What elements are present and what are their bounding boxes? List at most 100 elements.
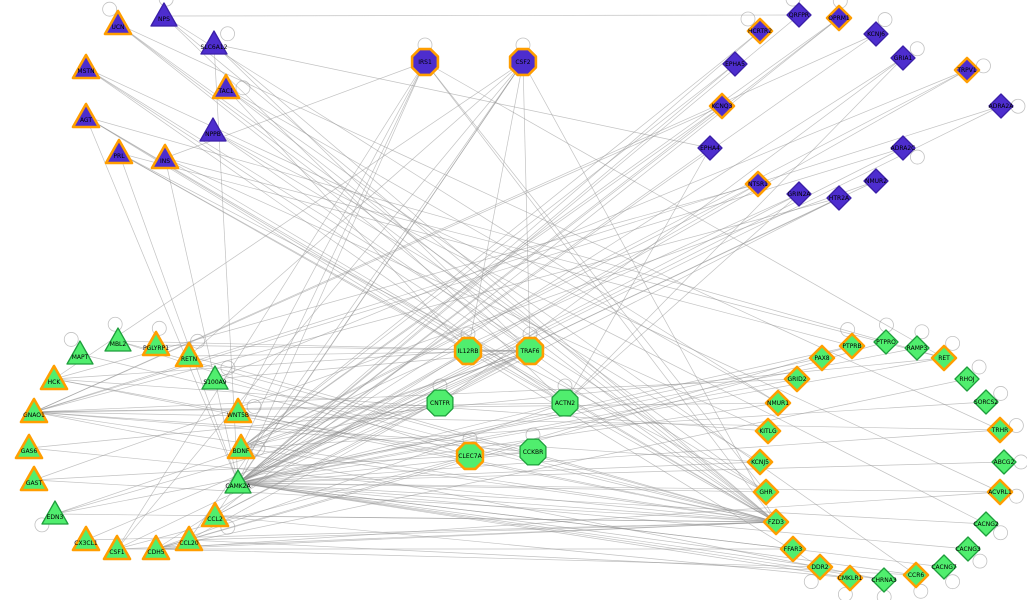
node-ACTN2[interactable]: ACTN2	[551, 389, 579, 417]
node-UCN[interactable]: UCN	[103, 9, 133, 36]
node-NPS[interactable]: NPS	[150, 2, 178, 27]
node-PTPRO[interactable]: PTPRO	[873, 329, 899, 355]
diamond-shape	[808, 344, 836, 372]
node-RAMP3[interactable]: RAMP3	[904, 335, 930, 361]
triangle-shape	[211, 73, 241, 100]
node-OPRM1[interactable]: OPRM1	[825, 4, 853, 32]
edge-CCR6-CCL20	[188, 539, 917, 576]
edge-EPHA5-BDNF	[240, 63, 736, 449]
edge-FZD3-GAST	[33, 479, 777, 523]
edge-ADRA2C-CAMK2A	[237, 147, 904, 484]
node-ADRA2A[interactable]: ADRA2A	[988, 93, 1015, 119]
node-SORCS2[interactable]: SORCS2	[973, 389, 999, 415]
node-MAPT[interactable]: MAPT	[66, 340, 94, 365]
node-PTPRB[interactable]: PTPRB	[838, 332, 866, 360]
node-CNTFR[interactable]: CNTFR	[426, 389, 454, 417]
node-MBL2[interactable]: MBL2	[104, 327, 132, 352]
node-HCRTR2[interactable]: HCRTR2	[746, 17, 774, 45]
edge-IL12RB-CDH5	[155, 350, 469, 550]
node-CACNG3[interactable]: CACNG3	[955, 536, 981, 562]
edge-NPPB-CACNG2	[212, 130, 987, 525]
node-RET[interactable]: RET	[930, 344, 958, 372]
node-GAS6[interactable]: GAS6	[14, 433, 44, 460]
node-ABCG2[interactable]: ABCG2	[991, 449, 1017, 475]
node-RHOJ[interactable]: RHOJ	[954, 366, 980, 392]
node-BDNF[interactable]: BDNF	[226, 433, 256, 460]
node-PRL[interactable]: PRL	[104, 138, 134, 165]
triangle-shape	[104, 327, 132, 352]
edge-AGT-FZD3	[85, 116, 777, 523]
triangle-shape	[19, 465, 49, 492]
diamond-shape	[783, 365, 811, 393]
edge-TRPV1-S100A9	[214, 69, 968, 380]
edge-OPRM1-BDNF	[240, 17, 840, 449]
node-FZD3[interactable]: FZD3	[762, 508, 790, 536]
node-CX3CL1[interactable]: CX3CL1	[71, 525, 101, 552]
edge-CLEC7A-MBL2	[117, 340, 471, 457]
node-IRS1[interactable]: IRS1	[410, 47, 440, 77]
diamond-shape	[754, 417, 782, 445]
node-CMKLR1[interactable]: CMKLR1	[836, 564, 864, 592]
node-EPHA5[interactable]: EPHA5	[722, 51, 748, 77]
edge-GRIN2A-CAMK2A	[237, 193, 800, 484]
node-PAX8[interactable]: PAX8	[808, 344, 836, 372]
self-loop-CACNG3	[972, 553, 988, 569]
node-GNAO1[interactable]: GNAO1	[19, 397, 49, 424]
node-CLEC7A[interactable]: CLEC7A	[455, 441, 485, 471]
node-INS[interactable]: INS	[150, 143, 180, 170]
node-NMUR2[interactable]: NMUR2	[863, 168, 889, 194]
triangle-shape	[174, 341, 204, 368]
node-CACNG7[interactable]: CACNG7	[931, 554, 957, 580]
node-GRIN2A[interactable]: GRIN2A	[786, 181, 812, 207]
node-QRFPR[interactable]: QRFPR	[786, 2, 812, 28]
octagon-shape	[410, 47, 440, 77]
edge-NPS-FZD3	[163, 15, 777, 523]
edge-OPRM1-CCL2	[214, 17, 840, 517]
node-HCK[interactable]: HCK	[39, 364, 69, 391]
diamond-shape	[955, 536, 981, 562]
triangle-shape	[226, 433, 256, 460]
node-AGT[interactable]: AGT	[71, 102, 101, 129]
edge-PTPRB-CDH5	[155, 345, 853, 550]
node-TAC1[interactable]: TAC1	[211, 73, 241, 100]
node-NTSR1[interactable]: NTSR1	[744, 170, 772, 198]
node-CCR6[interactable]: CCR6	[902, 561, 930, 589]
node-KCNJ6[interactable]: KCNJ6	[863, 21, 889, 47]
edge-IL12RB-HCK	[53, 350, 469, 380]
node-CACNG2[interactable]: CACNG2	[973, 511, 999, 537]
edge-CCKBR-GAST	[33, 451, 534, 481]
triangle-shape	[71, 102, 101, 129]
edge-KCNQ3-BDNF	[240, 105, 723, 449]
node-HTR2A[interactable]: HTR2A	[826, 185, 852, 211]
node-GHR[interactable]: GHR	[752, 478, 780, 506]
node-SLC6A12[interactable]: SLC6A12	[200, 30, 228, 55]
edge-CAMK2A-CCR6	[237, 482, 917, 576]
node-DDR2[interactable]: DDR2	[806, 553, 834, 581]
node-TRHR[interactable]: TRHR	[986, 416, 1014, 444]
diamond-shape	[863, 168, 889, 194]
self-loop-DDR2	[803, 574, 819, 589]
node-TRPV1[interactable]: TRPV1	[953, 56, 981, 84]
node-CCL20[interactable]: CCL20	[174, 525, 204, 552]
node-NMUR1[interactable]: NMUR1	[764, 389, 792, 417]
node-IL12RB[interactable]: IL12RB	[453, 336, 483, 366]
edge-TRPV1-BDNF	[240, 69, 968, 449]
node-GAST[interactable]: GAST	[19, 465, 49, 492]
node-GRID2[interactable]: GRID2	[783, 365, 811, 393]
node-CCKBR[interactable]: CCKBR	[519, 438, 547, 466]
node-PGLYRP1[interactable]: PGLYRP1	[141, 330, 171, 357]
edge-RAMP3-EDN3	[54, 347, 918, 515]
edge-EPHA4-ACTN2	[564, 147, 711, 404]
edge-TAC1-CCR6	[225, 87, 917, 576]
node-TRAF6[interactable]: TRAF6	[515, 336, 545, 366]
node-NPPB[interactable]: NPPB	[199, 117, 227, 142]
edge-KCNQ3-CAMK2A	[237, 105, 723, 484]
edge-GRIN2A-BDNF	[240, 193, 800, 449]
diamond-shape	[988, 93, 1014, 119]
node-ACVRL1[interactable]: ACVRL1	[986, 478, 1014, 506]
node-MSTN[interactable]: MSTN	[71, 53, 101, 80]
node-CSF2[interactable]: CSF2	[508, 47, 538, 77]
node-KCNQ3[interactable]: KCNQ3	[708, 92, 736, 120]
self-loop-CACNG7	[945, 574, 960, 590]
